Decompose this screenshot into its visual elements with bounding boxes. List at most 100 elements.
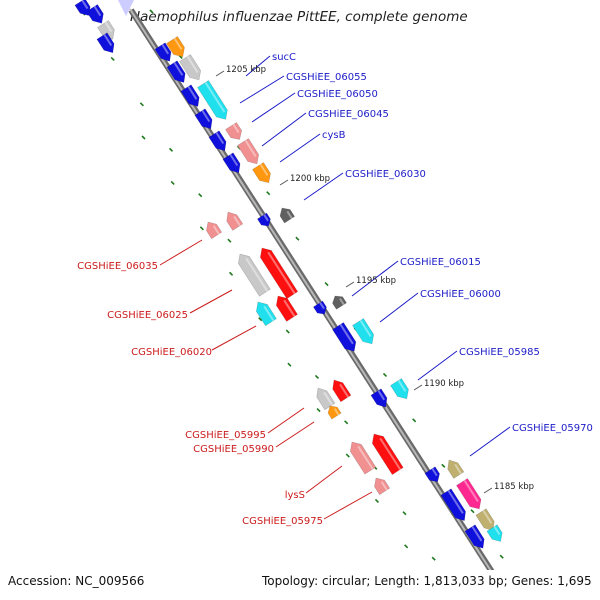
ruler-dot xyxy=(295,236,300,241)
gene-feature[interactable] xyxy=(352,318,375,345)
gene-feature-highlight xyxy=(339,323,354,345)
reverse-gene-label[interactable]: lysS xyxy=(285,490,305,501)
forward-gene-label[interactable]: CGSHiEE_06030 xyxy=(345,169,426,180)
ruler-dot xyxy=(285,329,290,334)
gene-feature[interactable] xyxy=(390,378,409,400)
gene-feature[interactable] xyxy=(197,80,228,120)
gene-feature[interactable] xyxy=(222,152,241,174)
gene-feature[interactable] xyxy=(225,122,243,140)
label-leader-line xyxy=(275,421,315,448)
gene-feature[interactable] xyxy=(255,301,277,327)
gene-feature-highlight xyxy=(319,302,325,310)
gene-feature[interactable] xyxy=(374,477,391,496)
gene-feature[interactable] xyxy=(166,60,186,83)
map-title: Haemophilus influenzae PittEE, complete … xyxy=(130,9,468,25)
gene-feature[interactable] xyxy=(166,36,185,58)
gene-feature[interactable] xyxy=(259,247,299,300)
gene-feature[interactable] xyxy=(370,388,388,408)
gene-feature-highlight xyxy=(204,81,226,113)
scale-tick-label: 1200 kbp xyxy=(290,174,330,184)
gene-feature-highlight xyxy=(463,479,479,503)
topology-text: Topology: circular; Length: 1,813,033 bp… xyxy=(262,574,592,588)
gene-feature-highlight xyxy=(259,163,269,176)
gene-feature[interactable] xyxy=(180,84,200,107)
gene-feature-highlight xyxy=(471,525,483,542)
gene-feature-highlight xyxy=(447,489,464,514)
forward-gene-label[interactable]: CGSHiEE_05970 xyxy=(512,423,593,434)
gene-feature-highlight xyxy=(186,55,199,73)
gene-feature[interactable] xyxy=(206,221,223,240)
scale-tick-label: 1185 kbp xyxy=(494,482,534,492)
gene-feature-highlight xyxy=(397,379,407,392)
gene-feature-highlight xyxy=(93,5,102,17)
label-leader-line xyxy=(251,92,296,123)
gene-feature[interactable] xyxy=(332,295,347,310)
reverse-gene-label[interactable]: CGSHiEE_05990 xyxy=(193,444,274,455)
gene-feature[interactable] xyxy=(237,253,271,297)
gene-feature[interactable] xyxy=(74,0,91,16)
gene-feature[interactable] xyxy=(256,212,271,227)
gene-feature[interactable] xyxy=(486,524,503,542)
gene-feature-highlight xyxy=(267,251,296,295)
forward-gene-label[interactable]: CGSHiEE_06000 xyxy=(420,289,501,300)
scale-tick-mark xyxy=(483,487,493,494)
gene-feature-highlight xyxy=(482,509,493,524)
reverse-gene-label[interactable]: CGSHiEE_06035 xyxy=(77,261,158,272)
ruler-dot xyxy=(324,282,329,287)
gene-feature-highlight xyxy=(81,0,89,10)
gene-feature[interactable] xyxy=(275,295,298,322)
gene-feature[interactable] xyxy=(316,387,336,411)
gene-labels[interactable]: sucC CGSHiEE_06055CGSHiEE_06050CGSHiEE_06… xyxy=(77,52,593,527)
gene-feature[interactable] xyxy=(440,488,466,521)
gene-feature[interactable] xyxy=(208,130,227,152)
forward-gene-label[interactable]: sucC xyxy=(272,52,296,63)
forward-gene-label[interactable]: CGSHiEE_06050 xyxy=(297,89,378,100)
gene-feature-highlight xyxy=(379,437,402,471)
reverse-gene-label[interactable]: CGSHiEE_05975 xyxy=(242,516,323,527)
gene-feature[interactable] xyxy=(226,211,244,231)
gene-feature[interactable] xyxy=(332,379,352,403)
forward-gene-label[interactable]: CGSHiEE_06015 xyxy=(400,257,481,268)
label-lines xyxy=(159,55,511,520)
reverse-gene-label[interactable]: CGSHiEE_06020 xyxy=(131,347,212,358)
gene-feature[interactable] xyxy=(327,405,342,420)
gene-feature[interactable] xyxy=(237,138,260,165)
gene-feature[interactable] xyxy=(96,32,115,54)
gene-features[interactable] xyxy=(74,0,503,549)
gene-feature-highlight xyxy=(173,61,184,76)
label-leader-line xyxy=(267,407,305,434)
gene-feature[interactable] xyxy=(179,54,202,81)
reverse-gene-label[interactable]: CGSHiEE_05995 xyxy=(185,430,266,441)
gene-feature[interactable] xyxy=(154,42,172,62)
ruler-dot xyxy=(402,511,407,516)
gene-feature[interactable] xyxy=(252,162,271,184)
gene-feature[interactable] xyxy=(194,108,213,130)
gene-feature[interactable] xyxy=(332,322,357,352)
gene-feature-highlight xyxy=(263,214,269,222)
gene-feature-highlight xyxy=(104,21,113,33)
gene-feature[interactable] xyxy=(456,478,482,510)
reverse-gene-label[interactable]: CGSHiEE_06025 xyxy=(107,310,188,321)
forward-gene-label[interactable]: CGSHiEE_06045 xyxy=(308,109,389,120)
gene-feature[interactable] xyxy=(464,524,485,549)
label-leader-line xyxy=(261,112,307,147)
gene-feature[interactable] xyxy=(424,466,440,483)
forward-gene-label[interactable]: CGSHiEE_06055 xyxy=(286,72,367,83)
label-leader-line xyxy=(379,292,419,323)
forward-gene-label[interactable]: cysB xyxy=(322,130,346,141)
gene-feature[interactable] xyxy=(312,300,327,315)
gene-feature[interactable] xyxy=(475,508,495,531)
gene-feature[interactable] xyxy=(349,441,377,475)
gene-feature-highlight xyxy=(323,391,334,406)
gene-feature[interactable] xyxy=(371,433,404,476)
ruler-dot xyxy=(374,498,380,504)
label-leader-line xyxy=(279,133,321,163)
forward-gene-label[interactable]: CGSHiEE_05985 xyxy=(459,347,540,358)
label-leader-line xyxy=(245,55,271,77)
gene-feature[interactable] xyxy=(447,459,465,479)
gene-feature-highlight xyxy=(339,298,345,306)
gene-feature-highlight xyxy=(215,131,225,145)
gene-feature[interactable] xyxy=(279,207,296,224)
